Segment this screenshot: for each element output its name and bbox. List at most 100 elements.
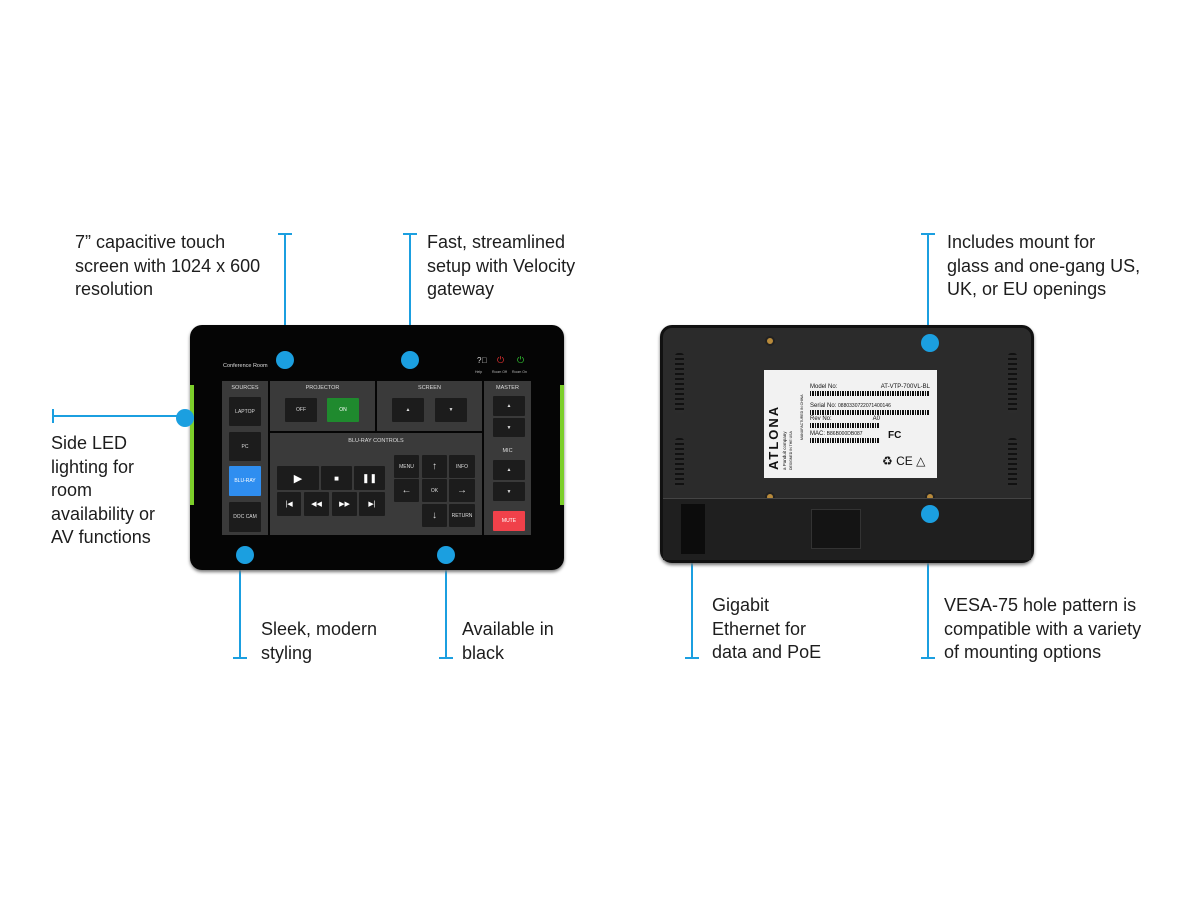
room-on-label: Room On (512, 370, 527, 374)
source-doc-cam[interactable]: DOC CAM (229, 502, 261, 532)
projector-off-button[interactable]: OFF (285, 398, 317, 422)
callout-dot (176, 409, 194, 427)
power-icon[interactable]: ⏻ (517, 355, 525, 365)
callout-color: Available in black (462, 619, 554, 663)
rewind-button[interactable]: ◀◀ (304, 492, 329, 516)
side-led-right (560, 385, 564, 505)
mac-key: MAC: (810, 431, 825, 437)
play-button[interactable]: ▶ (277, 466, 319, 490)
ce-mark-icon: ♻ CE △ (882, 454, 926, 468)
room-off-label: Room Off (492, 370, 507, 374)
callout-cap (278, 233, 292, 235)
mac-value: B86B000DB087 (826, 431, 863, 437)
next-button[interactable]: ▶| (359, 492, 385, 516)
callout-line (445, 555, 447, 658)
master-volume-down[interactable]: ▼ (493, 418, 525, 437)
callout-styling: Sleek, modern styling (261, 619, 378, 663)
callout-cap (921, 657, 935, 659)
projector-title: PROJECTOR (305, 385, 340, 391)
callout-touch-screen: 7” capacitive touch screen with 1024 x 6… (75, 232, 261, 299)
callout-side-led: Side LED lighting for room availability … (51, 433, 156, 547)
mic-volume-up[interactable]: ▲ (493, 460, 525, 480)
rev-key: Rev No: (810, 416, 832, 422)
callout-line (52, 415, 185, 417)
callout-dot (437, 546, 455, 564)
screen-title: SCREEN (418, 385, 441, 391)
menu-button[interactable]: MENU (394, 455, 419, 478)
mute-button[interactable]: MUTE (493, 511, 525, 531)
callout-dot (236, 546, 254, 564)
screen-down-button[interactable]: ▼ (435, 398, 467, 422)
connector-port (811, 509, 861, 549)
callout-cap (921, 233, 935, 235)
callout-line (239, 555, 241, 658)
source-laptop[interactable]: LAPTOP (229, 397, 261, 426)
brand-logo: ATLONA (766, 404, 781, 470)
callout-vesa: VESA-75 hole pattern is compatible with … (944, 595, 1142, 662)
master-panel: MASTER ▲ ▼ MIC ▲ ▼ MUTE (484, 381, 531, 535)
fast-forward-button[interactable]: ▶▶ (332, 492, 357, 516)
side-led-left (190, 385, 194, 505)
serial-value: 0880330722071400146 (838, 403, 891, 409)
mic-volume-down[interactable]: ▼ (493, 482, 525, 501)
vent (1008, 438, 1017, 488)
model-key: Model No: (810, 384, 838, 390)
pause-button[interactable]: ❚❚ (354, 466, 385, 490)
vent (675, 438, 684, 488)
ethernet-port[interactable] (681, 504, 705, 554)
designed-text: DESIGNED IN THE USA (789, 431, 793, 470)
fcc-mark-icon: FC (888, 430, 902, 441)
callout-cap (52, 409, 54, 423)
callout-line (284, 233, 286, 360)
callout-cap (403, 233, 417, 235)
return-button[interactable]: RETURN (449, 504, 475, 527)
callout-dot (276, 351, 294, 369)
ok-button[interactable]: OK (422, 479, 447, 502)
callout-line (927, 233, 929, 343)
bluray-panel: BLU-RAY CONTROLS ▶ ■ ❚❚ |◀ ◀◀ ▶▶ ▶| MENU… (270, 433, 482, 535)
touch-panel-front: Conference Room ?⃝ ⏻ ⏻ Help Room Off Roo… (190, 325, 564, 570)
projector-panel: PROJECTOR OFF ON (270, 381, 375, 431)
source-pc[interactable]: PC (229, 432, 261, 461)
brand-sub: a Panduit company (782, 431, 787, 470)
touch-panel-back: ATLONA a Panduit company DESIGNED IN THE… (660, 325, 1034, 563)
arrow-up-button[interactable]: ↑ (422, 455, 447, 478)
rev-value: A0 (872, 416, 880, 422)
callout-setup: Fast, streamlined setup with Velocity ga… (427, 232, 576, 299)
mic-title: MIC (502, 448, 513, 454)
power-icon[interactable]: ⏻ (497, 355, 505, 365)
callout-dot (921, 505, 939, 523)
callout-cap (233, 657, 247, 659)
callout-ethernet: Gigabit Ethernet for data and PoE (712, 595, 822, 662)
callout-dot (401, 351, 419, 369)
callout-line (409, 233, 411, 360)
source-bluray[interactable]: BLU-RAY (229, 466, 261, 496)
vent (1008, 353, 1017, 413)
arrow-down-button[interactable]: ↓ (422, 504, 447, 527)
connector-bay (663, 498, 1031, 560)
master-volume-up[interactable]: ▲ (493, 396, 525, 416)
previous-button[interactable]: |◀ (277, 492, 301, 516)
arrow-left-button[interactable]: ← (394, 479, 419, 502)
callout-line (927, 514, 929, 658)
callout-mount: Includes mount for glass and one-gang US… (947, 232, 1141, 299)
sources-panel: SOURCES LAPTOP PC BLU-RAY DOC CAM (222, 381, 268, 535)
info-button[interactable]: INFO (449, 455, 475, 478)
sources-title: SOURCES (231, 385, 259, 391)
projector-on-button[interactable]: ON (327, 398, 359, 422)
callout-cap (439, 657, 453, 659)
callout-line (691, 515, 693, 658)
made-text: MANUFACTURED IN CHINA (800, 394, 804, 440)
room-name: Conference Room (223, 363, 268, 369)
bluray-title: BLU-RAY CONTROLS (348, 438, 404, 444)
master-title: MASTER (496, 385, 519, 391)
stop-button[interactable]: ■ (321, 466, 352, 490)
arrow-right-button[interactable]: → (449, 479, 475, 502)
callout-cap (685, 657, 699, 659)
screen-up-button[interactable]: ▲ (392, 398, 424, 422)
help-label: Help (475, 370, 483, 374)
vent (675, 353, 684, 413)
help-icon[interactable]: ?⃝ (477, 356, 488, 365)
mount-screw (765, 336, 775, 346)
product-label: ATLONA a Panduit company DESIGNED IN THE… (764, 370, 937, 478)
